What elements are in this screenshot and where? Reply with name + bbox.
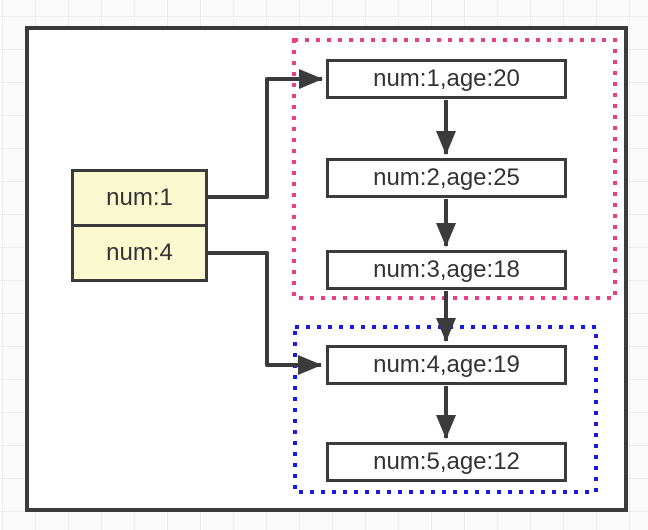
node-num2-age25: num:2,age:25 (326, 158, 567, 198)
node-num3-age18: num:3,age:18 (326, 250, 567, 290)
node-num5-age12: num:5,age:12 (326, 442, 567, 482)
index-table: num:1 num:4 (71, 169, 208, 282)
node-num1-age20: num:1,age:20 (326, 59, 567, 99)
node-num4-age19: num:4,age:19 (326, 345, 567, 385)
index-cell-num1: num:1 (106, 184, 173, 211)
index-cell-num4: num:4 (74, 224, 205, 279)
